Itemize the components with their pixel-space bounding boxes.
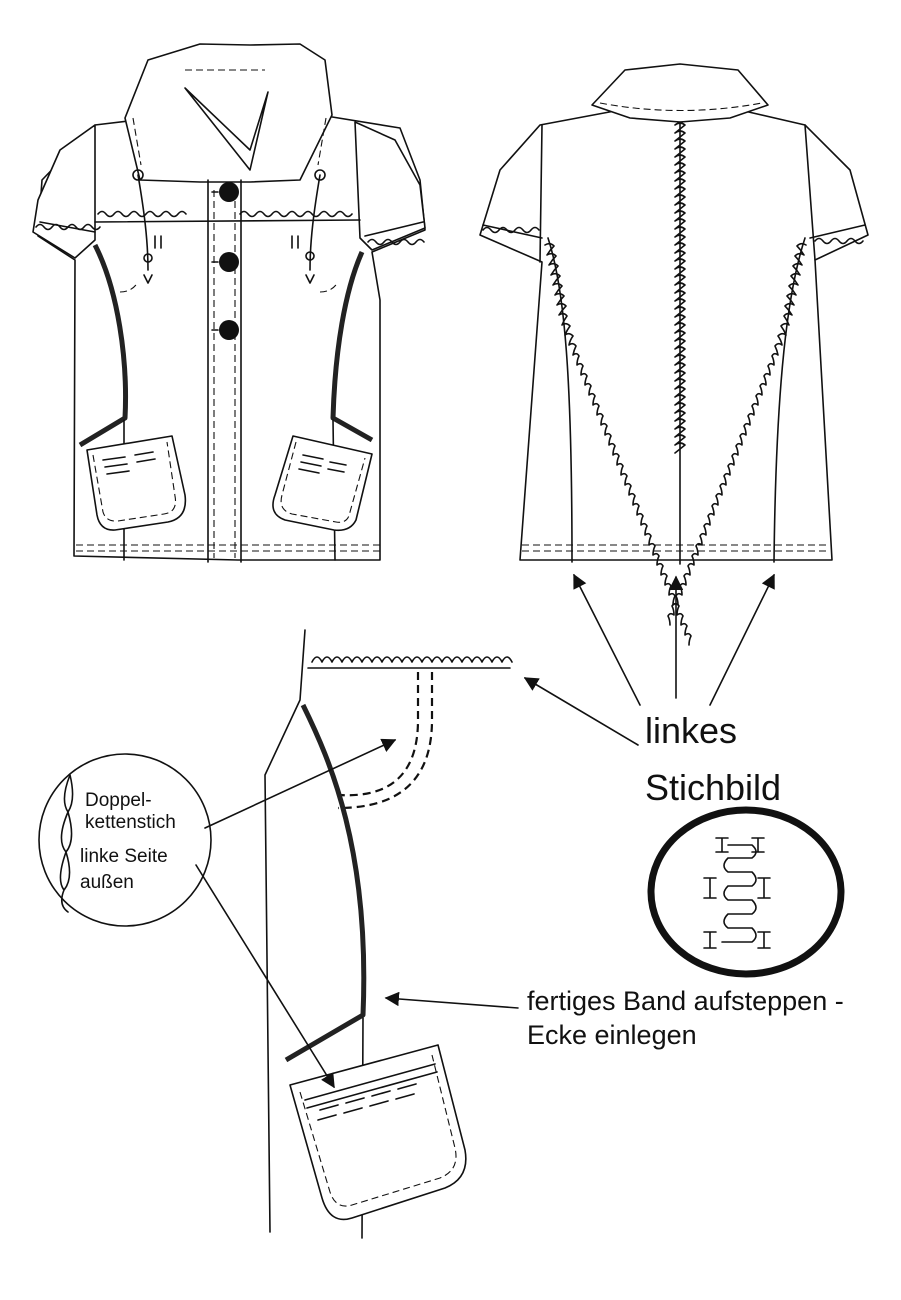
arrow-to-detail-curve [204,738,397,829]
back-view-garment [479,63,869,646]
chain-stitch-icon [59,774,74,913]
leader-lines [195,573,775,1089]
arrow-to-back-left [573,573,641,706]
detail-pocket [289,1044,467,1221]
stichbild-label: Stichbild [645,767,781,808]
linke-seite-label-2: außen [80,872,134,893]
drawstring-right [309,174,321,271]
front-right-sleeve [354,121,426,251]
arrow-to-detail-band [384,991,519,1009]
detail-band [284,703,367,1063]
front-view-garment [32,43,426,563]
detail-view [264,629,513,1239]
doppelkettenstich-label-2: kettenstich [85,812,176,833]
arrow-to-pocket [195,864,335,1089]
button-3 [219,320,239,340]
band-label-line1: fertiges Band aufsteppen - [527,986,844,1016]
arrow-to-back-right [709,573,775,706]
back-collar [591,63,769,123]
stitch-callout: Doppel- kettenstich linke Seite außen [38,753,212,927]
doppelkettenstich-label-1: Doppel- [85,790,152,811]
stitch-pattern-icon [703,837,771,949]
front-pocket-right [272,435,373,532]
arrow-to-yoke-seam [523,677,639,746]
band-label-line2: Ecke einlegen [527,1020,697,1050]
button-1 [219,182,239,202]
drawstring-left [137,174,149,271]
front-band-left [78,243,128,448]
front-pocket-left [86,435,187,531]
front-placket [207,179,242,563]
detail-dash-curve [337,672,434,810]
stitch-callout-circle [38,753,212,927]
button-2 [219,252,239,272]
front-band-right [330,250,374,443]
back-body [479,109,869,561]
linkes-label: linkes [645,710,737,751]
front-left-sleeve [32,124,96,259]
stichbild-oval [647,806,845,978]
linke-seite-label-1: linke Seite [80,846,168,867]
back-seam-left [547,237,573,563]
front-collar [124,43,333,183]
collar-lapels [184,87,269,171]
